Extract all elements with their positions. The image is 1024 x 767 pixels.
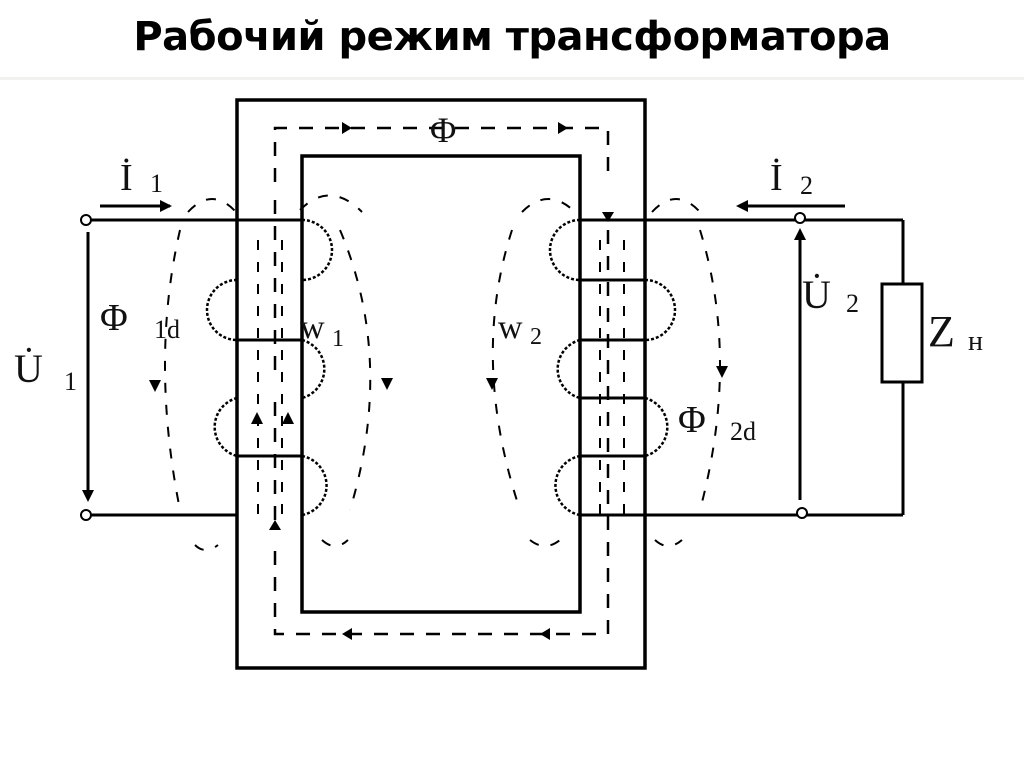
primary-coil-turn — [205, 278, 238, 342]
u2-arrow — [794, 228, 806, 240]
w2-subscript: 2 — [530, 324, 542, 350]
i1-arrow — [160, 200, 172, 212]
w1-subscript: 1 — [332, 326, 344, 352]
load-subscript: н — [968, 326, 983, 357]
phi2d-label: Φ — [678, 399, 706, 441]
primary-coil-turn — [301, 454, 328, 517]
i2-label: İ — [770, 157, 783, 199]
phi1d-label: Φ — [100, 297, 128, 339]
u2-subscript: 2 — [846, 289, 859, 318]
phi1d-subscript: 1d — [154, 315, 180, 344]
main-flux-label: Φ — [430, 110, 456, 150]
secondary-coil-turn — [554, 454, 581, 517]
primary-coil-turn — [213, 396, 238, 458]
core-outer — [235, 98, 647, 670]
primary-terminal-top — [80, 214, 92, 226]
secondary-terminal-bottom — [796, 507, 808, 519]
load-label: Z — [928, 307, 955, 356]
u2-label: U̇ — [802, 272, 831, 317]
main-flux-arrow-top-left — [342, 122, 352, 134]
i2-subscript: 2 — [800, 171, 813, 200]
primary-terminal-bottom — [80, 509, 92, 521]
primary-coil-turn — [301, 338, 326, 400]
w2-label: w — [498, 309, 523, 346]
core-inner — [300, 154, 582, 614]
secondary-coil-turn — [548, 218, 581, 282]
phi2d-arrow — [716, 366, 728, 378]
load-impedance — [880, 282, 924, 384]
phi2d-subscript: 2d — [730, 417, 756, 446]
w1-label: w — [300, 309, 325, 346]
i2-arrow — [736, 200, 748, 212]
main-flux-arrow-bottom-right — [540, 628, 550, 640]
main-flux-path — [273, 126, 610, 182]
u1-subscript: 1 — [64, 367, 77, 396]
secondary-terminal-top — [794, 212, 806, 224]
u1-label: U̇ — [14, 346, 43, 391]
main-flux-arrow-left-up — [269, 520, 281, 530]
phi1d-arrow — [149, 380, 161, 392]
primary-coil-turn — [301, 218, 334, 282]
i1-subscript: 1 — [150, 169, 163, 198]
u1-arrow — [82, 490, 94, 502]
main-flux-arrow-bottom-left — [342, 628, 352, 640]
main-flux-arrow-top-right — [558, 122, 568, 134]
title-divider — [0, 77, 1024, 80]
secondary-coil-turn — [556, 338, 581, 400]
main-flux-arrow-right-down — [602, 212, 614, 222]
i1-label: İ — [120, 157, 133, 199]
slide-title: Рабочий режим трансформатора — [133, 14, 891, 60]
secondary-coil-turn — [644, 396, 669, 458]
secondary-coil-turn — [644, 278, 677, 342]
